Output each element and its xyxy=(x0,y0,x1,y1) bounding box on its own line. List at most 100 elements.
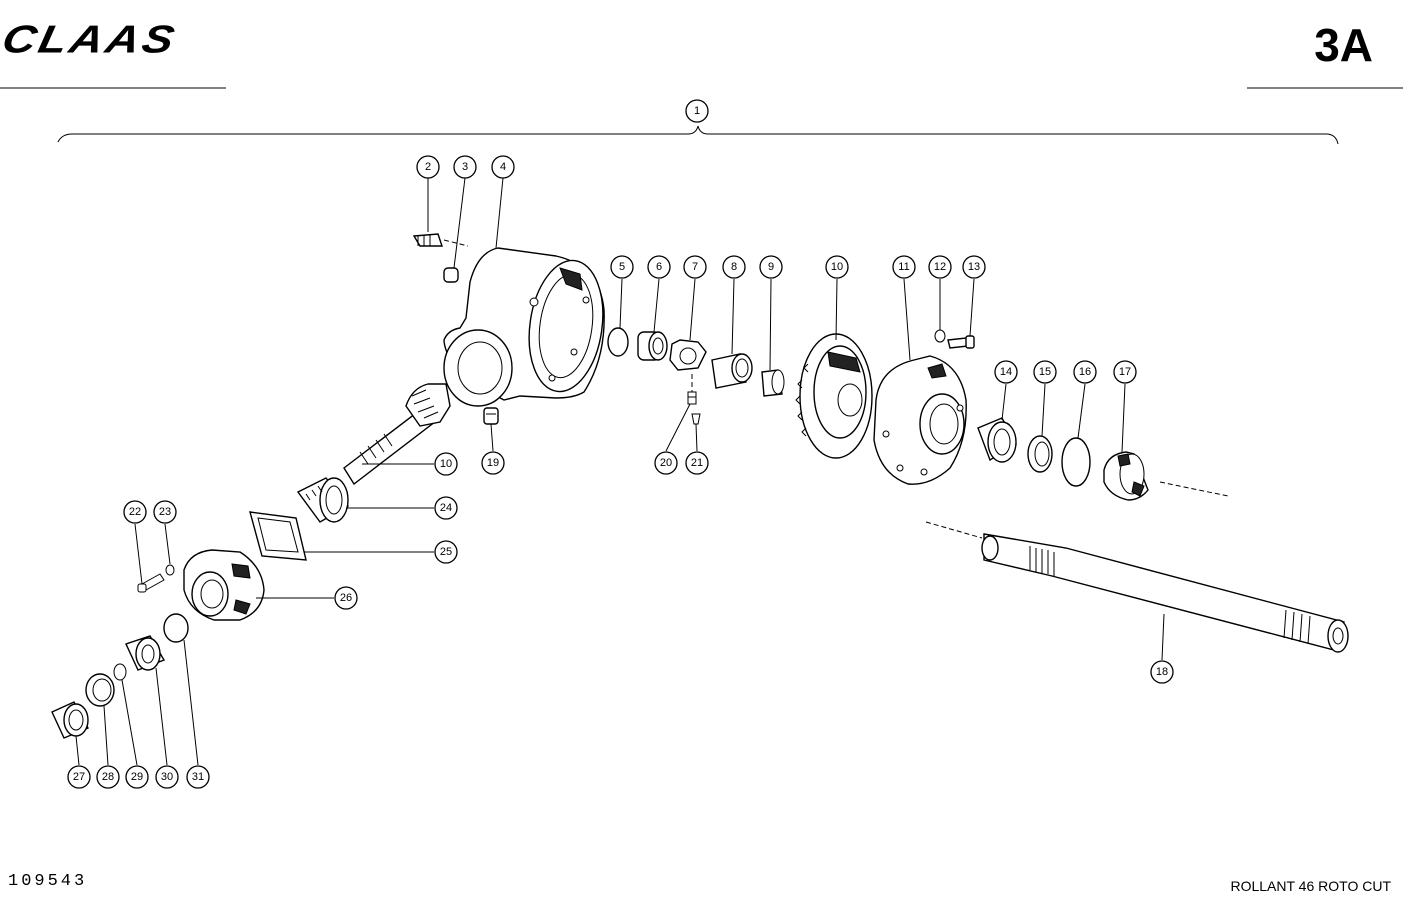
axis-dash-right xyxy=(1159,481,1229,497)
svg-text:17: 17 xyxy=(1119,366,1131,378)
svg-text:9: 9 xyxy=(768,261,774,273)
svg-text:1: 1 xyxy=(694,105,700,117)
output-shaft xyxy=(925,521,1349,653)
sleeve xyxy=(711,353,753,389)
callout-1: 1 xyxy=(685,99,709,123)
bearing-14 xyxy=(977,417,1017,463)
o-ring-29 xyxy=(113,663,127,681)
callout-10-upper: 10 xyxy=(825,255,849,279)
svg-text:10: 10 xyxy=(440,458,452,470)
set-screw xyxy=(687,391,697,405)
callout-20: 20 xyxy=(654,451,678,475)
svg-text:8: 8 xyxy=(731,261,737,273)
callout-3: 3 xyxy=(453,155,477,179)
svg-text:24: 24 xyxy=(440,502,452,514)
assembly-bracket xyxy=(57,125,1339,145)
callout-15: 15 xyxy=(1033,360,1057,384)
svg-text:3: 3 xyxy=(462,161,468,173)
callout-22: 22 xyxy=(123,500,147,524)
callout-26: 26 xyxy=(334,586,358,610)
bearing-30 xyxy=(125,635,166,671)
callout-13: 13 xyxy=(962,255,986,279)
oil-seal xyxy=(1103,451,1149,501)
svg-text:25: 25 xyxy=(440,546,452,558)
bearing-6 xyxy=(637,331,668,361)
svg-text:27: 27 xyxy=(73,771,85,783)
plug xyxy=(443,267,459,283)
callout-4: 4 xyxy=(491,155,515,179)
svg-text:6: 6 xyxy=(656,261,662,273)
callout-12: 12 xyxy=(928,255,952,279)
callout-11: 11 xyxy=(892,255,916,279)
svg-text:13: 13 xyxy=(968,261,980,273)
svg-text:7: 7 xyxy=(692,261,698,273)
svg-text:2: 2 xyxy=(425,161,431,173)
svg-text:22: 22 xyxy=(129,506,141,518)
svg-text:28: 28 xyxy=(102,771,114,783)
bearing-housing xyxy=(183,549,265,621)
callout-24: 24 xyxy=(434,496,458,520)
bearing-cover xyxy=(873,355,967,485)
pinion-shaft xyxy=(343,383,451,486)
svg-text:10: 10 xyxy=(831,261,843,273)
callout-5: 5 xyxy=(610,255,634,279)
drain-plug xyxy=(483,407,499,425)
callout-18: 18 xyxy=(1150,660,1174,684)
bevel-gear xyxy=(795,333,873,459)
callout-16: 16 xyxy=(1073,360,1097,384)
svg-text:16: 16 xyxy=(1079,366,1091,378)
svg-text:5: 5 xyxy=(619,261,625,273)
breather-plug xyxy=(412,233,469,247)
hex-nut xyxy=(669,339,707,371)
callout-8: 8 xyxy=(722,255,746,279)
document-number: 109543 xyxy=(8,872,88,891)
svg-text:21: 21 xyxy=(691,457,703,469)
svg-text:26: 26 xyxy=(340,592,352,604)
callout-23: 23 xyxy=(153,500,177,524)
callout-7: 7 xyxy=(683,255,707,279)
svg-text:30: 30 xyxy=(161,771,173,783)
svg-text:18: 18 xyxy=(1156,666,1168,678)
svg-text:23: 23 xyxy=(159,506,171,518)
svg-text:12: 12 xyxy=(934,261,946,273)
seal-ring xyxy=(1027,435,1053,473)
svg-text:14: 14 xyxy=(1000,366,1012,378)
callout-27: 27 xyxy=(67,765,91,789)
callout-31: 31 xyxy=(186,765,210,789)
bearing-24 xyxy=(296,477,350,523)
callout-28: 28 xyxy=(96,765,120,789)
page-code: 3A xyxy=(1314,19,1373,71)
callout-30: 30 xyxy=(155,765,179,789)
shaft-seal xyxy=(51,701,89,739)
gasket xyxy=(249,511,307,561)
callout-6: 6 xyxy=(647,255,671,279)
leader-lines xyxy=(75,177,1165,766)
svg-text:11: 11 xyxy=(898,261,909,273)
callout-21: 21 xyxy=(685,451,709,475)
snap-ring xyxy=(163,613,189,643)
bushing xyxy=(761,369,785,397)
washer-23 xyxy=(165,564,175,576)
callout-10-lower: 10 xyxy=(434,452,458,476)
callout-14: 14 xyxy=(994,360,1018,384)
washer-12 xyxy=(934,329,946,343)
bolt-13 xyxy=(947,335,975,349)
callout-29: 29 xyxy=(125,765,149,789)
svg-text:20: 20 xyxy=(660,457,672,469)
callout-25: 25 xyxy=(434,540,458,564)
callout-9: 9 xyxy=(759,255,783,279)
callout-2: 2 xyxy=(416,155,440,179)
o-ring xyxy=(607,327,629,357)
lock-washer xyxy=(691,413,701,425)
svg-text:4: 4 xyxy=(500,161,506,173)
ring-28 xyxy=(85,673,115,707)
callout-17: 17 xyxy=(1113,360,1137,384)
svg-text:31: 31 xyxy=(192,771,204,783)
gearbox-housing xyxy=(443,247,605,407)
o-ring-16 xyxy=(1061,437,1091,487)
svg-text:15: 15 xyxy=(1039,366,1051,378)
svg-text:29: 29 xyxy=(131,771,143,783)
model-name: ROLLANT 46 ROTO CUT xyxy=(1230,878,1391,894)
